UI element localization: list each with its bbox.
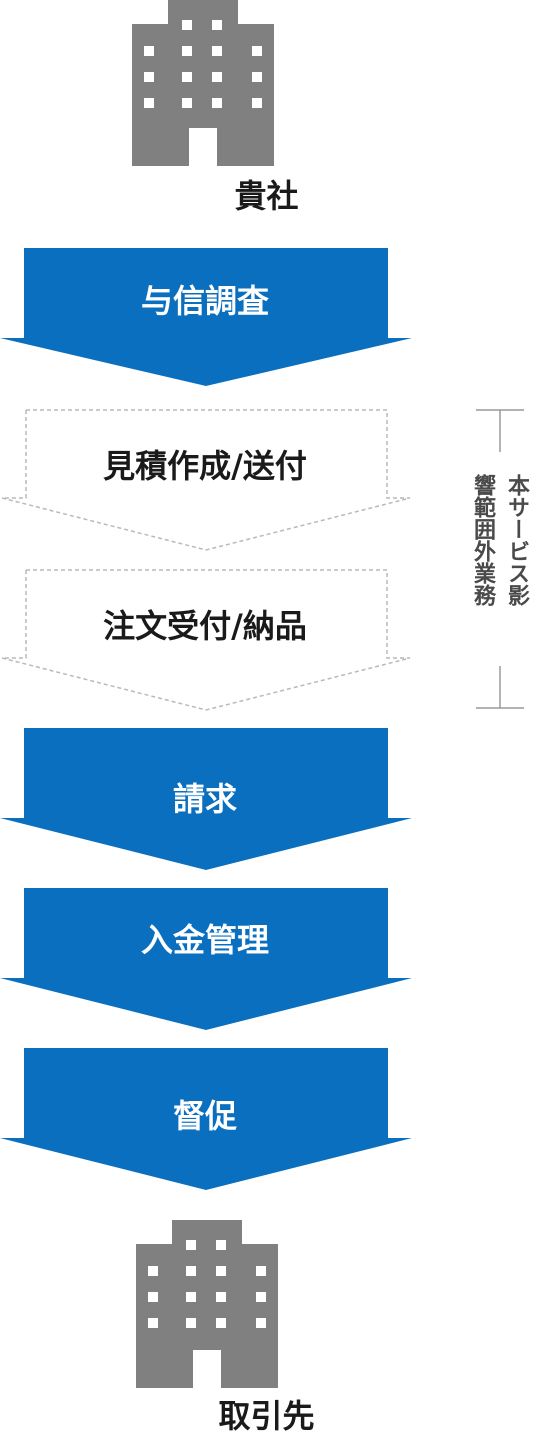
step-arrow-order bbox=[1, 569, 411, 711]
step-label-credit-check: 与信調査 bbox=[140, 282, 269, 320]
source-building-icon bbox=[132, 0, 274, 166]
step-label-dunning: 督促 bbox=[172, 1097, 237, 1135]
step-label-order: 注文受付/納品 bbox=[103, 607, 307, 645]
step-arrow-invoice bbox=[0, 728, 412, 870]
step-arrow-quote bbox=[1, 409, 411, 551]
step-label-invoice: 請求 bbox=[172, 780, 237, 818]
step-label-payment: 入金管理 bbox=[140, 921, 269, 959]
step-arrow-credit-check bbox=[0, 248, 412, 386]
out-of-scope-note-line1: 本サービス影 bbox=[504, 474, 529, 606]
target-label: 取引先 bbox=[218, 1397, 315, 1435]
step-arrow-dunning bbox=[0, 1048, 412, 1190]
step-arrow-payment bbox=[0, 888, 412, 1030]
step-label-quote: 見積作成/送付 bbox=[103, 447, 307, 485]
target-building-icon bbox=[136, 1220, 278, 1388]
out-of-scope-note-line2: 響範囲外業務 bbox=[470, 474, 495, 606]
out-of-scope-bracket bbox=[476, 409, 524, 709]
source-label: 貴社 bbox=[234, 177, 299, 215]
